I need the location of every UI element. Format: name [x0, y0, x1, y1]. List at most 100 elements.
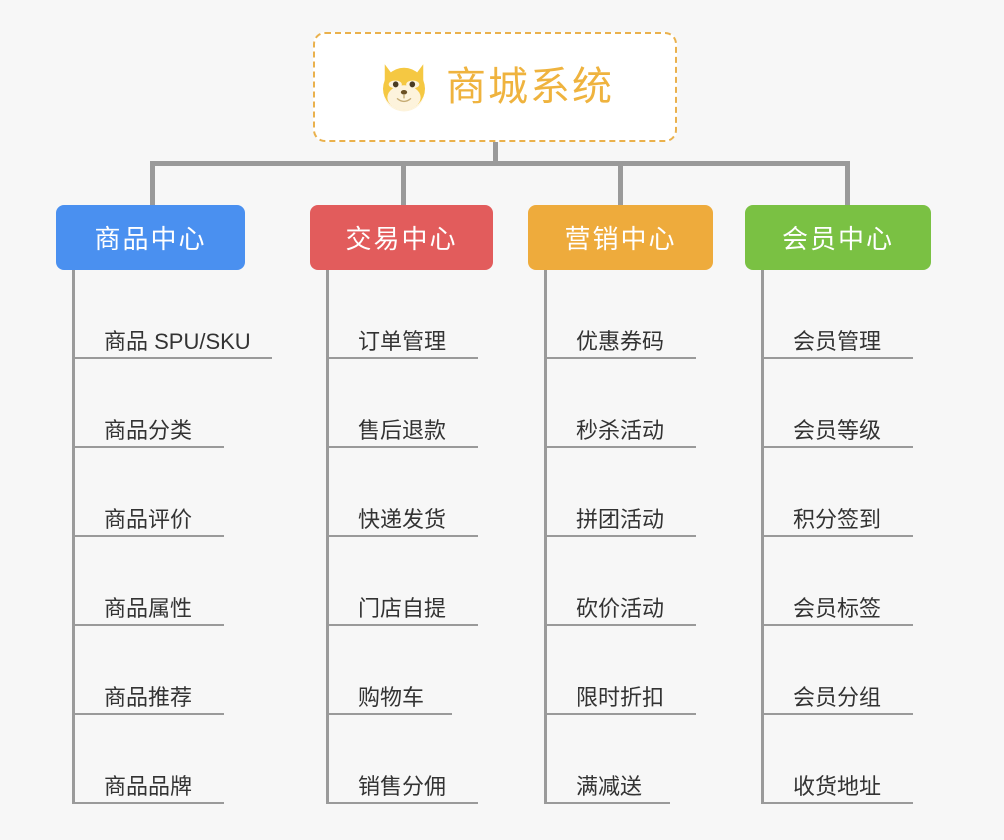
branch-items-0: 商品 SPU/SKU 商品分类商品评价商品属性商品推荐商品品牌 — [56, 270, 272, 804]
leaf-item-underline — [72, 624, 224, 626]
leaf-item-underline — [326, 535, 478, 537]
leaf-item-underline — [326, 357, 478, 359]
leaf-item[interactable]: 销售分佣 — [310, 715, 493, 804]
leaf-item-label: 限时折扣 — [576, 684, 665, 710]
branch-column-3: 会员中心会员管理会员等级积分签到会员标签会员分组收货地址 — [745, 205, 931, 804]
shiba-dog-face-icon — [383, 64, 425, 112]
leaf-item-label: 售后退款 — [358, 417, 447, 443]
leaf-item-underline — [544, 446, 696, 448]
leaf-item[interactable]: 购物车 — [310, 626, 493, 715]
branch-header-label: 营销中心 — [564, 224, 677, 254]
branch-column-0: 商品中心商品 SPU/SKU 商品分类商品评价商品属性商品推荐商品品牌 — [56, 205, 272, 804]
leaf-item-underline — [544, 535, 696, 537]
connector-drop-branch-1 — [401, 161, 406, 207]
leaf-item[interactable]: 商品分类 — [56, 359, 251, 448]
leaf-item-underline — [72, 535, 224, 537]
leaf-item[interactable]: 订单管理 — [310, 270, 493, 359]
connector-drop-branch-2 — [618, 161, 623, 207]
leaf-item-underline — [761, 624, 913, 626]
leaf-item[interactable]: 商品推荐 — [56, 626, 251, 715]
leaf-item-underline — [326, 624, 478, 626]
branch-header-1[interactable]: 交易中心 — [310, 205, 493, 270]
leaf-item[interactable]: 砍价活动 — [528, 537, 713, 626]
leaf-item[interactable]: 积分签到 — [745, 448, 931, 537]
leaf-item-underline — [326, 713, 452, 715]
leaf-item-label: 会员管理 — [793, 328, 882, 354]
leaf-item-underline — [544, 802, 670, 804]
leaf-item-underline — [72, 357, 272, 359]
branch-header-3[interactable]: 会员中心 — [745, 205, 931, 270]
leaf-item-label: 商品分类 — [104, 417, 193, 443]
leaf-item[interactable]: 满减送 — [528, 715, 713, 804]
leaf-item-label: 商品推荐 — [104, 684, 193, 710]
leaf-item-underline — [761, 357, 913, 359]
leaf-item-label: 商品评价 — [104, 506, 193, 532]
branch-column-2: 营销中心优惠券码秒杀活动拼团活动砍价活动限时折扣满减送 — [528, 205, 713, 804]
branch-column-1: 交易中心订单管理售后退款快递发货门店自提购物车销售分佣 — [310, 205, 493, 804]
leaf-item[interactable]: 商品品牌 — [56, 715, 251, 804]
leaf-item-label: 秒杀活动 — [576, 417, 665, 443]
branch-spine-0 — [72, 270, 75, 804]
leaf-item[interactable]: 商品属性 — [56, 537, 251, 626]
connector-root-trunk — [493, 142, 498, 164]
leaf-item-underline — [544, 713, 696, 715]
leaf-item[interactable]: 收货地址 — [745, 715, 931, 804]
leaf-item-label: 收货地址 — [793, 773, 882, 799]
leaf-item[interactable]: 会员标签 — [745, 537, 931, 626]
leaf-item-label: 商品 SPU/SKU — [104, 328, 251, 354]
leaf-item[interactable]: 会员管理 — [745, 270, 931, 359]
leaf-item-underline — [72, 446, 224, 448]
leaf-item-label: 快递发货 — [358, 506, 447, 532]
branch-header-2[interactable]: 营销中心 — [528, 205, 713, 270]
leaf-item[interactable]: 秒杀活动 — [528, 359, 713, 448]
connector-horizontal-bus — [150, 161, 850, 166]
branch-spine-3 — [761, 270, 764, 804]
branch-header-label: 商品中心 — [94, 224, 207, 254]
leaf-item[interactable]: 商品评价 — [56, 448, 251, 537]
leaf-item-label: 商品品牌 — [104, 773, 193, 799]
leaf-item[interactable]: 门店自提 — [310, 537, 493, 626]
connector-drop-branch-0 — [150, 161, 155, 207]
leaf-item-label: 会员标签 — [793, 595, 882, 621]
leaf-item-label: 会员分组 — [793, 684, 882, 710]
branch-items-1: 订单管理售后退款快递发货门店自提购物车销售分佣 — [310, 270, 493, 804]
leaf-item-underline — [761, 535, 913, 537]
leaf-item-underline — [544, 357, 696, 359]
branch-spine-2 — [544, 270, 547, 804]
leaf-item[interactable]: 售后退款 — [310, 359, 493, 448]
leaf-item-label: 购物车 — [358, 684, 425, 710]
leaf-item-underline — [72, 713, 224, 715]
leaf-item-underline — [761, 802, 913, 804]
branch-items-3: 会员管理会员等级积分签到会员标签会员分组收货地址 — [745, 270, 931, 804]
leaf-item[interactable]: 会员分组 — [745, 626, 931, 715]
connector-drop-branch-3 — [845, 161, 850, 207]
leaf-item-underline — [544, 624, 696, 626]
leaf-item[interactable]: 快递发货 — [310, 448, 493, 537]
leaf-item-underline — [761, 713, 913, 715]
leaf-item-label: 优惠券码 — [576, 328, 665, 354]
branch-header-0[interactable]: 商品中心 — [56, 205, 245, 270]
leaf-item-underline — [72, 802, 224, 804]
leaf-item-label: 满减送 — [576, 773, 643, 799]
leaf-item-underline — [326, 446, 478, 448]
branch-items-2: 优惠券码秒杀活动拼团活动砍价活动限时折扣满减送 — [528, 270, 713, 804]
leaf-item[interactable]: 优惠券码 — [528, 270, 713, 359]
leaf-item-underline — [326, 802, 478, 804]
root-node[interactable]: 商城系统 — [313, 32, 677, 142]
root-title: 商城系统 — [446, 65, 614, 109]
leaf-item-label: 会员等级 — [793, 417, 882, 443]
leaf-item[interactable]: 会员等级 — [745, 359, 931, 448]
branch-spine-1 — [326, 270, 329, 804]
leaf-item-underline — [761, 446, 913, 448]
branch-header-label: 会员中心 — [781, 224, 894, 254]
leaf-item-label: 拼团活动 — [576, 506, 665, 532]
leaf-item[interactable]: 限时折扣 — [528, 626, 713, 715]
leaf-item-label: 订单管理 — [358, 328, 447, 354]
branch-header-label: 交易中心 — [345, 224, 458, 254]
leaf-item-label: 商品属性 — [104, 595, 193, 621]
leaf-item-label: 积分签到 — [793, 506, 882, 532]
leaf-item[interactable]: 商品 SPU/SKU — [56, 270, 272, 359]
leaf-item[interactable]: 拼团活动 — [528, 448, 713, 537]
leaf-item-label: 销售分佣 — [358, 773, 447, 799]
